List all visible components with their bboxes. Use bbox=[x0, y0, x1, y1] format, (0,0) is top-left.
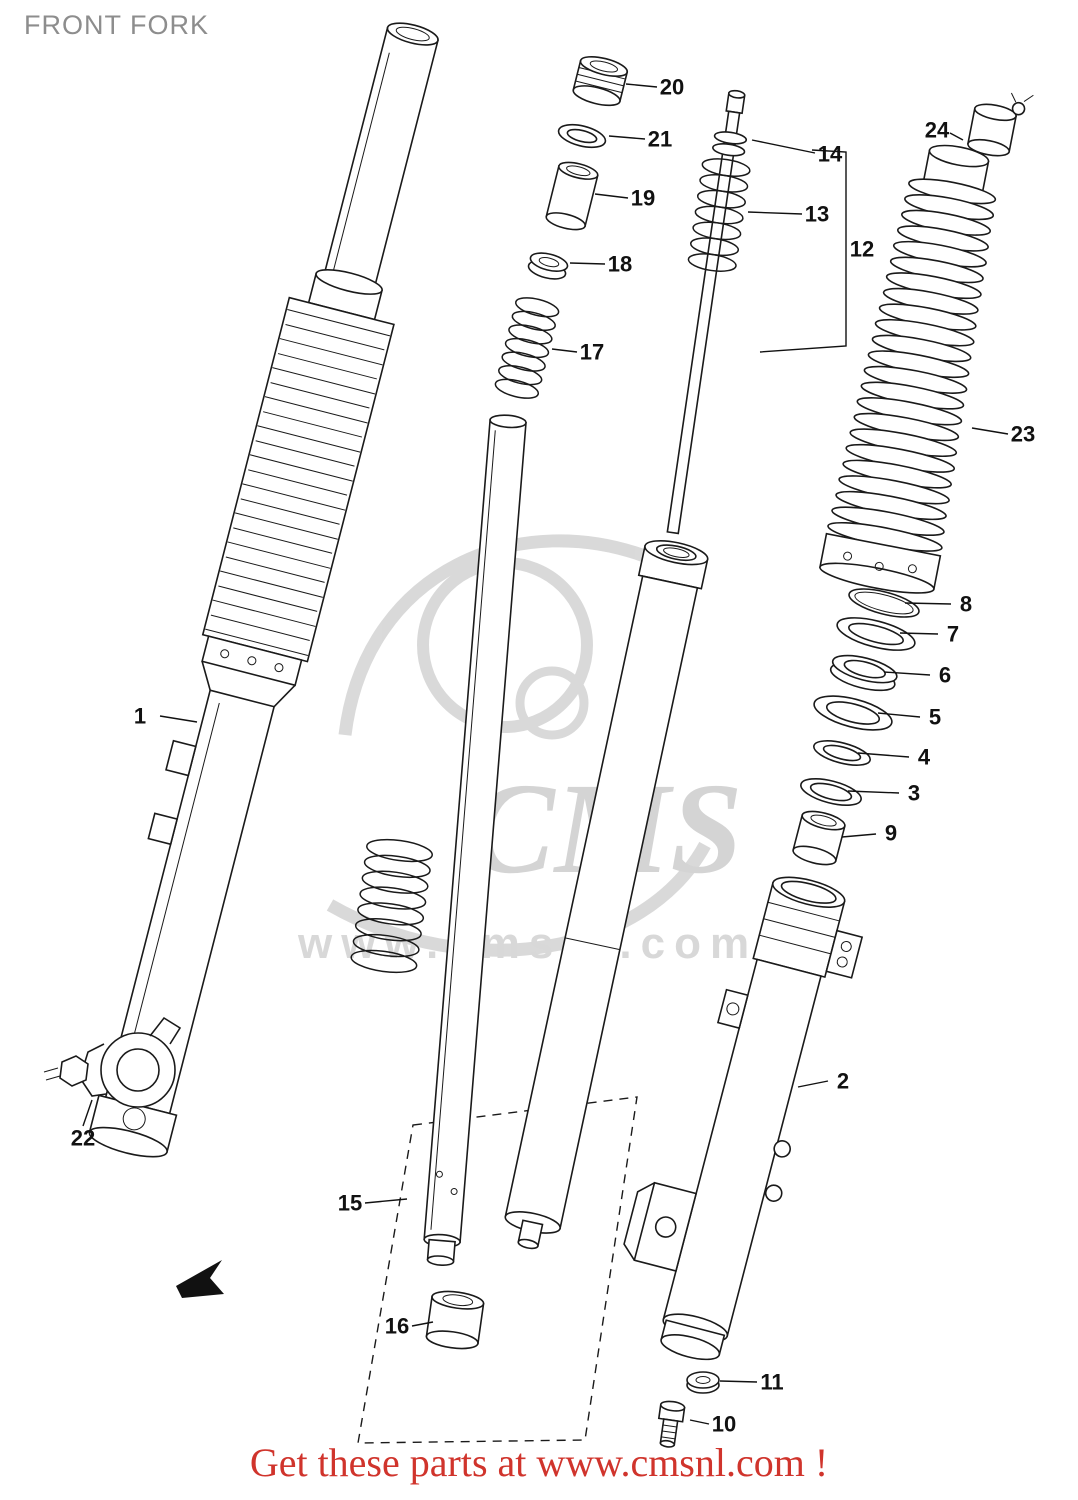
drain-bolt-part10 bbox=[657, 1400, 686, 1448]
callout-label-9: 9 bbox=[885, 821, 897, 846]
pinch-clamp-part22 bbox=[43, 1016, 182, 1108]
callout-leader-15 bbox=[364, 1198, 408, 1204]
callout-label-22: 22 bbox=[71, 1126, 95, 1151]
dashed-group-outline-15 bbox=[357, 1096, 638, 1444]
callout-label-7: 7 bbox=[947, 622, 959, 647]
callout-leader-10 bbox=[689, 1419, 710, 1425]
callout-leader-19 bbox=[594, 193, 629, 199]
inner-tube bbox=[423, 414, 527, 1267]
washer-part7 bbox=[836, 617, 916, 651]
callout-leader-21 bbox=[608, 135, 646, 140]
washer-part4 bbox=[813, 740, 871, 766]
callout-label-6: 6 bbox=[939, 663, 951, 688]
callout-leader-7 bbox=[899, 632, 939, 635]
outer-tube-part2 bbox=[623, 876, 864, 1361]
watermark-url-text: www.cmsnl.com bbox=[297, 919, 758, 968]
tube-end-piece-part16 bbox=[425, 1290, 485, 1350]
callout-label-18: 18 bbox=[608, 252, 632, 277]
dust-boot-part23 bbox=[819, 144, 997, 594]
callout-label-13: 13 bbox=[805, 202, 829, 227]
logo-arrow-mark bbox=[176, 1260, 224, 1298]
callout-label-15: 15 bbox=[338, 1191, 362, 1216]
spacer-part19 bbox=[545, 161, 599, 231]
callout-label-23: 23 bbox=[1011, 422, 1035, 447]
callout-label-3: 3 bbox=[908, 781, 920, 806]
damper-rod-part12 bbox=[666, 89, 751, 535]
callout-leader-11 bbox=[719, 1380, 758, 1383]
callout-label-1: 1 bbox=[134, 704, 146, 729]
seal-spacer-part5 bbox=[813, 695, 893, 731]
callout-leader-2 bbox=[797, 1080, 829, 1088]
callout-label-4: 4 bbox=[918, 745, 931, 770]
callout-label-17: 17 bbox=[580, 340, 604, 365]
callout-leader-17 bbox=[551, 348, 578, 353]
callout-leader-12 bbox=[759, 149, 847, 353]
fork-spring bbox=[350, 838, 433, 974]
spring-seat-part18 bbox=[527, 252, 569, 280]
o-ring-part21 bbox=[557, 123, 607, 149]
callout-leader-13 bbox=[747, 211, 803, 215]
callout-label-21: 21 bbox=[648, 127, 672, 152]
rebound-spring-part13 bbox=[687, 158, 751, 272]
guide-bushing-part9 bbox=[792, 810, 846, 866]
boot-clamp-part24 bbox=[967, 92, 1034, 157]
callout-label-24: 24 bbox=[925, 118, 950, 143]
callout-leader-24 bbox=[949, 132, 964, 141]
callout-leader-4 bbox=[857, 752, 910, 758]
callout-leader-16 bbox=[411, 1321, 434, 1327]
callout-label-5: 5 bbox=[929, 705, 941, 730]
callout-label-11: 11 bbox=[760, 1370, 783, 1395]
callout-leader-23 bbox=[971, 427, 1009, 435]
callout-label-10: 10 bbox=[712, 1412, 736, 1437]
callout-label-20: 20 bbox=[660, 75, 684, 100]
bushing-ring-part3 bbox=[800, 777, 862, 807]
callout-leader-9 bbox=[841, 833, 877, 838]
stopper-ring-part8 bbox=[848, 588, 920, 618]
callout-label-14: 14 bbox=[818, 142, 843, 167]
page-title: FRONT FORK bbox=[24, 10, 209, 40]
footer-link[interactable]: Get these parts at www.cmsnl.com ! bbox=[249, 1440, 829, 1485]
callout-label-2: 2 bbox=[837, 1069, 849, 1094]
callout-leader-18 bbox=[569, 262, 606, 265]
callout-leader-5 bbox=[877, 712, 921, 718]
short-spring-part17 bbox=[494, 297, 560, 399]
callout-leader-22 bbox=[82, 1099, 93, 1127]
callout-label-16: 16 bbox=[385, 1314, 409, 1339]
callout-leader-1 bbox=[159, 715, 198, 723]
damper-cylinder bbox=[504, 540, 709, 1250]
piston-ring-part14 bbox=[713, 131, 748, 145]
cap-bolt-part20 bbox=[572, 55, 629, 107]
callout-leader-6 bbox=[883, 671, 931, 676]
callout-leader-20 bbox=[625, 83, 658, 88]
callout-leader-3 bbox=[847, 790, 900, 794]
callout-label-19: 19 bbox=[631, 186, 655, 211]
callout-label-8: 8 bbox=[960, 592, 972, 617]
gasket-part11 bbox=[686, 1371, 720, 1394]
callout-leader-8 bbox=[904, 602, 952, 605]
fork-leg-assembly-part1 bbox=[88, 22, 439, 1158]
callout-leader-14 bbox=[751, 139, 816, 154]
callout-label-12: 12 bbox=[850, 237, 874, 262]
oil-seal-part6 bbox=[829, 654, 898, 692]
